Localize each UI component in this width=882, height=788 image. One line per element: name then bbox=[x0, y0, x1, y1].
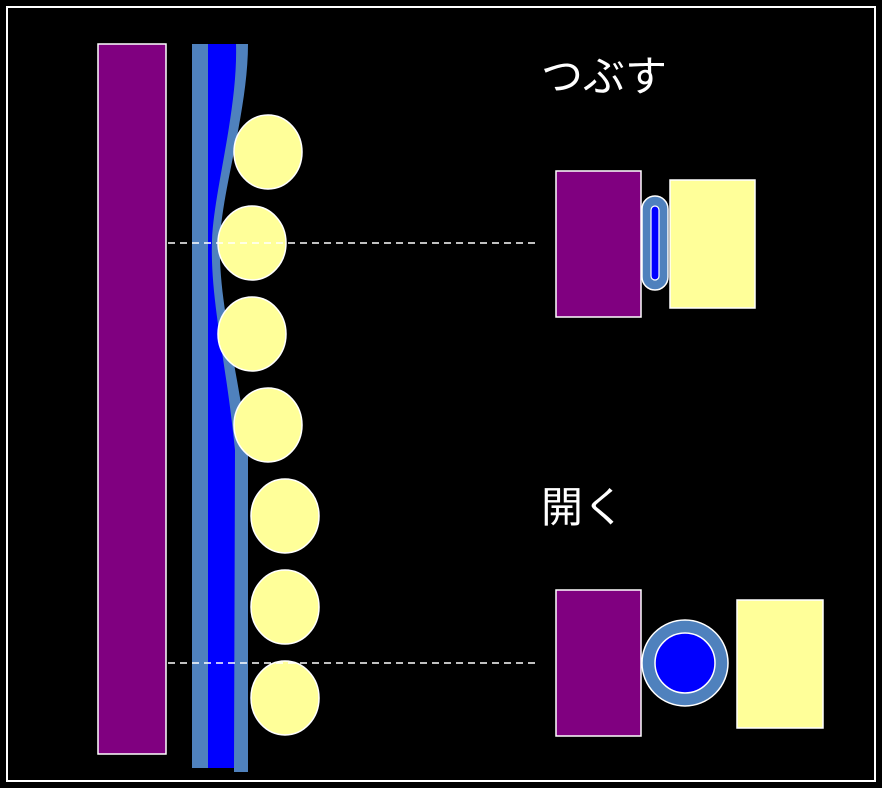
plate-section bbox=[555, 589, 642, 737]
rollers bbox=[217, 114, 320, 736]
tube-lumen-round bbox=[654, 632, 716, 694]
roller bbox=[250, 569, 320, 645]
label-open: 開く bbox=[541, 483, 626, 532]
roller bbox=[233, 114, 303, 190]
diagram-frame bbox=[6, 6, 876, 782]
roller bbox=[250, 660, 320, 736]
base-plate bbox=[97, 43, 167, 755]
tube-lumen bbox=[208, 44, 237, 768]
roller bbox=[217, 296, 287, 372]
label-squeeze: つぶす bbox=[541, 52, 668, 101]
roller-section bbox=[669, 179, 756, 309]
roller bbox=[233, 387, 303, 463]
plate-section bbox=[555, 170, 642, 318]
roller bbox=[250, 478, 320, 554]
tube-lumen-flattened bbox=[650, 205, 660, 281]
roller-section bbox=[736, 599, 824, 729]
cross-section-squeezed bbox=[555, 170, 756, 318]
cross-section-open bbox=[555, 589, 824, 737]
